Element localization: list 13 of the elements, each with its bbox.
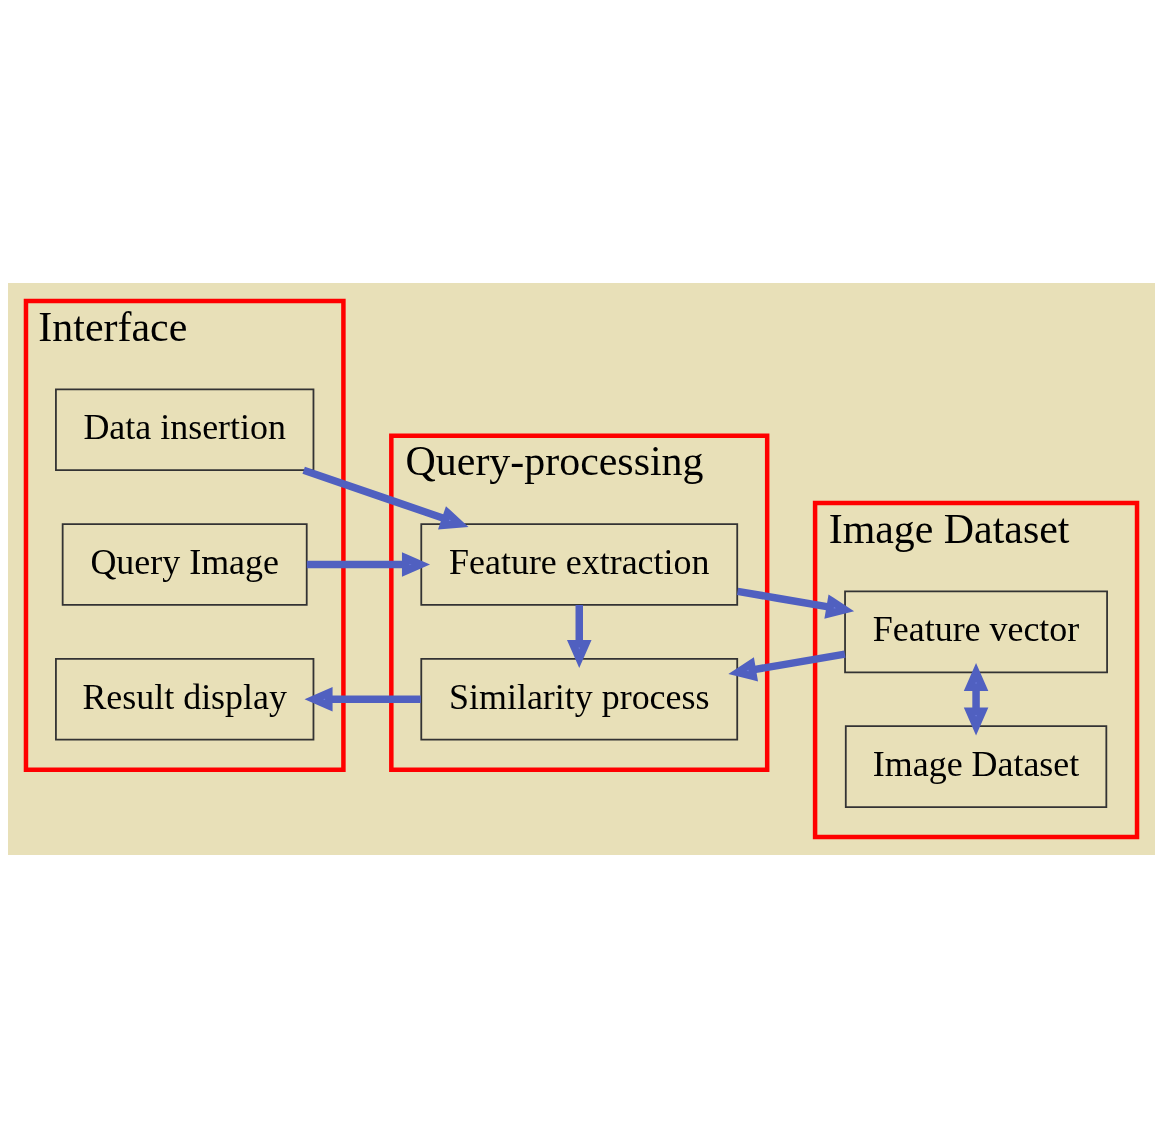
node-box: Similarity process [420, 657, 739, 741]
arrow [963, 663, 989, 736]
arrow [306, 552, 431, 577]
node-box: Result display [55, 657, 315, 741]
node-box: Image Dataset [844, 725, 1108, 808]
node-box: Query Image [61, 523, 308, 606]
arrow [304, 687, 421, 712]
arrow [728, 650, 846, 682]
node-box: Data insertion [55, 388, 315, 472]
node-box: Feature vector [844, 590, 1108, 674]
arrow [736, 587, 855, 619]
node-box: Feature extraction [420, 523, 739, 606]
arrow [302, 466, 469, 530]
